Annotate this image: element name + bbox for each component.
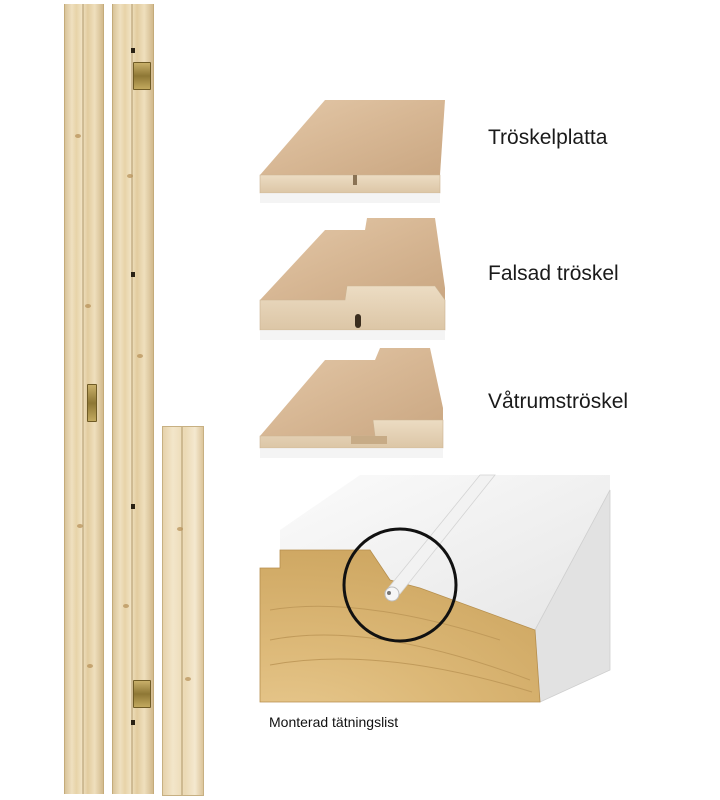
frame-post-middle xyxy=(112,4,154,794)
seal-caption: Monterad tätningslist xyxy=(269,714,399,730)
rebated-threshold-profile xyxy=(259,218,446,340)
hinge-icon xyxy=(133,62,151,90)
profile-label-threshold-plate: Tröskelplatta xyxy=(488,126,608,149)
hinge-icon xyxy=(133,680,151,708)
sealed-frame-profile xyxy=(259,474,611,703)
hinge-icon xyxy=(87,384,97,422)
frame-post-left xyxy=(64,4,104,794)
wet-room-threshold-profile xyxy=(259,348,444,458)
frame-post-short xyxy=(162,426,204,796)
threshold-plate-profile xyxy=(259,100,445,203)
seal-highlight-circle xyxy=(342,527,458,643)
profile-label-wet-room-threshold: Våtrumströskel xyxy=(488,390,629,413)
profile-label-rebated-threshold: Falsad tröskel xyxy=(488,262,619,285)
